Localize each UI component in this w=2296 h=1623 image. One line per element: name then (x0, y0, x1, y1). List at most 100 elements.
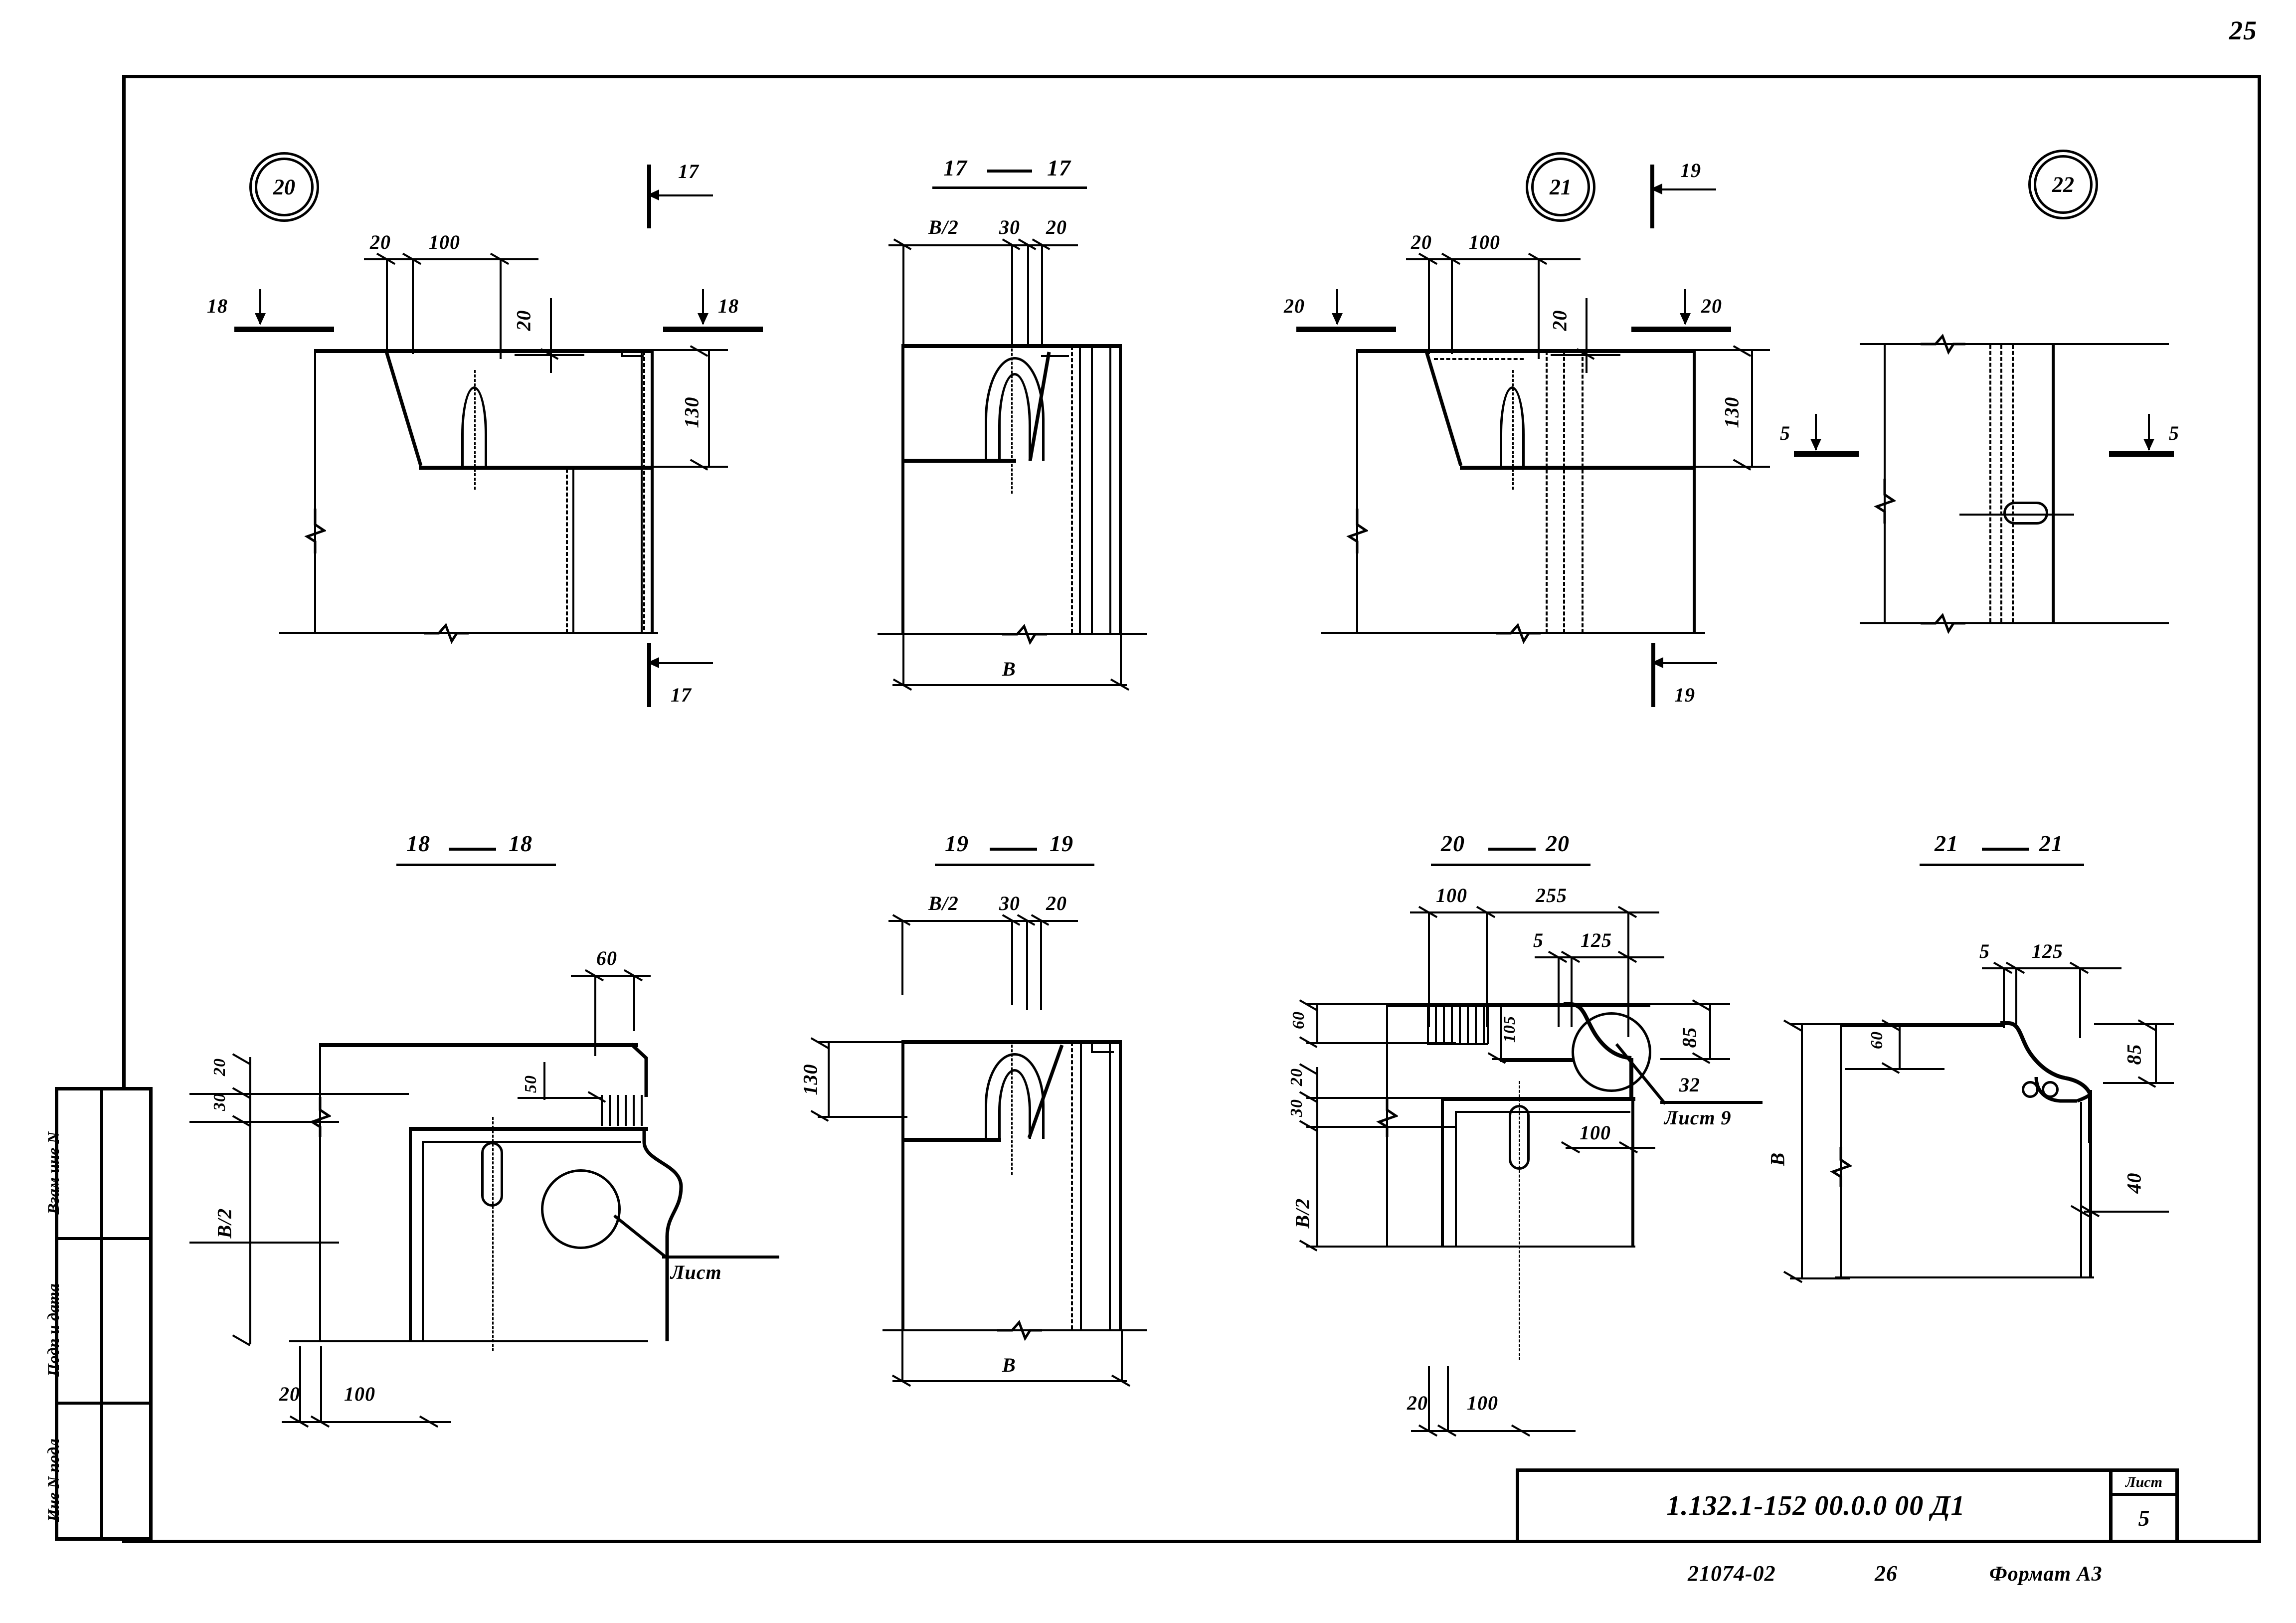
v22-hidden-c (2012, 345, 2014, 622)
s1818-60-ext-b (633, 976, 635, 1031)
s1818-dim-vert-main (249, 1057, 251, 1344)
s2121-dimline (1982, 967, 2121, 969)
s1818-web-left-inner (422, 1141, 424, 1340)
v22-hidden-b (2000, 345, 2002, 622)
s2020-bottom-edge (1386, 1246, 1635, 1248)
s2020-flange-inner (1455, 1111, 1630, 1113)
s1919-dim-B: B (1002, 1354, 1016, 1376)
section-mark-17-bot-arrow (647, 657, 713, 668)
s1818-30-line (189, 1093, 339, 1095)
s1717-slot-tab (1027, 349, 1052, 466)
stub-cell-podp: Подп и дата (45, 1240, 149, 1405)
s1919-hidden-a (1071, 1042, 1073, 1329)
s2020-slot-centerline (1519, 1081, 1520, 1360)
drawing-number: 1.132.1-152 00.0.0 00 Д1 (1666, 1490, 1965, 1521)
s1818-callout-line (662, 1256, 779, 1259)
s1919-dim-130: 130 (799, 1064, 822, 1095)
s2020-hatch (1427, 1005, 1488, 1044)
s1818-leader (613, 1207, 668, 1264)
s2020-ref-vert (1386, 1003, 1388, 1248)
s2020-85-dimline (1709, 1003, 1711, 1059)
section-mark-5-left-arrow (1810, 414, 1821, 451)
s2020-dim-85: 85 (1678, 1027, 1701, 1048)
stub-label-podp: Подп и дата (45, 1283, 63, 1377)
section-mark-20-right-label: 20 (1701, 295, 1722, 317)
s2020-dim-255: 255 (1536, 884, 1567, 906)
v20-ext-c (500, 259, 502, 359)
s1919-right-edge (1119, 1040, 1122, 1329)
s2020-dim-30: 30 (1287, 1099, 1306, 1117)
s1919-slot-centerline (1011, 1040, 1013, 1175)
v20-right-inner (641, 351, 643, 633)
s2020-dim-20: 20 (1287, 1068, 1306, 1086)
s2020-callout-32: 32 (1679, 1074, 1700, 1096)
v21-ext-a (1428, 259, 1430, 354)
s1818-dim-30: 30 (210, 1093, 229, 1111)
v20-notch (621, 355, 644, 357)
form-stub-column: Взам инв N Подп и дата Инв N подл (45, 1087, 153, 1541)
section-mark-18-left-bar (234, 327, 334, 332)
section-mark-18-right-arrow (698, 289, 708, 325)
s2020-top-ext-a (1428, 912, 1430, 1027)
s1818-dim-20-bot: 20 (279, 1383, 300, 1405)
v20-130-lower (653, 466, 728, 468)
v20-left-edge (314, 349, 316, 618)
s1919-mid-edge (901, 1138, 1001, 1142)
s1818-break-mid (309, 1097, 332, 1139)
section-mark-20-left-arrow (1332, 289, 1343, 325)
v21-130-upper (1695, 349, 1770, 351)
v20-ext-vert (550, 298, 552, 373)
v20-top-edge (314, 349, 653, 353)
v21-hidden-top (1434, 358, 1524, 360)
section-17-17-title-dash (987, 170, 1032, 173)
view-bubble-22: 22 (2028, 150, 2098, 219)
section-19-19-title-a: 19 (945, 831, 969, 856)
s2121-85-dimline (2155, 1023, 2157, 1083)
section-18-18-title-dash (449, 848, 496, 851)
s1919-dim-30: 30 (999, 892, 1020, 914)
s1919-inner-v (1080, 1042, 1082, 1329)
s2121-dim-5: 5 (1979, 940, 1990, 962)
v20-hidden-line (643, 351, 645, 630)
s2020-hatch-bot (1427, 1043, 1488, 1045)
s1717-hidden-a (1071, 346, 1073, 633)
s2020-60-upper (1306, 1003, 1456, 1005)
v21-ext-vert (1586, 298, 1588, 373)
s1717-inner-v2 (1091, 346, 1093, 633)
s1717-right-inner (1109, 346, 1111, 633)
s1818-hatch (601, 1095, 647, 1126)
v21-dim-20-vert: 20 (1548, 310, 1571, 331)
s1818-b2-line (189, 1242, 339, 1244)
section-mark-17-top-arrow (647, 189, 713, 200)
s2121-60-upper (1845, 1023, 1944, 1025)
v21-dim-100: 100 (1469, 231, 1500, 253)
s1818-60-dimline (571, 975, 651, 977)
s2121-B-dimline (1801, 1023, 1803, 1278)
s1919-bottom-edge (883, 1329, 1147, 1331)
section-19-19-title-dash (990, 848, 1037, 851)
v20-dim-line-top (364, 258, 538, 260)
s1717-dim-30: 30 (999, 216, 1020, 238)
s2121-60-dimline (1899, 1023, 1901, 1069)
s1919-left-edge (901, 1040, 904, 1329)
s1717-slot-outer (985, 357, 1045, 461)
section-mark-19-top-arrow (1650, 183, 1716, 194)
s2121-85-upper (2094, 1023, 2174, 1025)
sheet-header-label: Лист (2113, 1472, 2175, 1496)
s1717-bottom-edge (878, 633, 1147, 635)
s2121-dim-B: B (1766, 1152, 1789, 1166)
s1818-ref-vert (319, 1043, 321, 1342)
s1919-slot-inner (998, 1069, 1031, 1139)
stub-cell-vzam: Взам инв N (45, 1090, 149, 1240)
v21-130-lower (1695, 466, 1770, 468)
v21-slot-centerline (1512, 370, 1514, 490)
s2121-break-mid (1830, 1147, 1853, 1189)
s2020-30-line (1306, 1126, 1456, 1128)
section-19-19-title-underline (935, 864, 1094, 866)
s1818-dim-60: 60 (596, 947, 617, 969)
v20-dim-130: 130 (680, 396, 703, 428)
s2121-ext-a (2003, 968, 2005, 1028)
section-mark-20-left-label: 20 (1284, 295, 1305, 317)
s1919-dimline (888, 920, 1078, 922)
v20-mid-edge (419, 466, 653, 470)
